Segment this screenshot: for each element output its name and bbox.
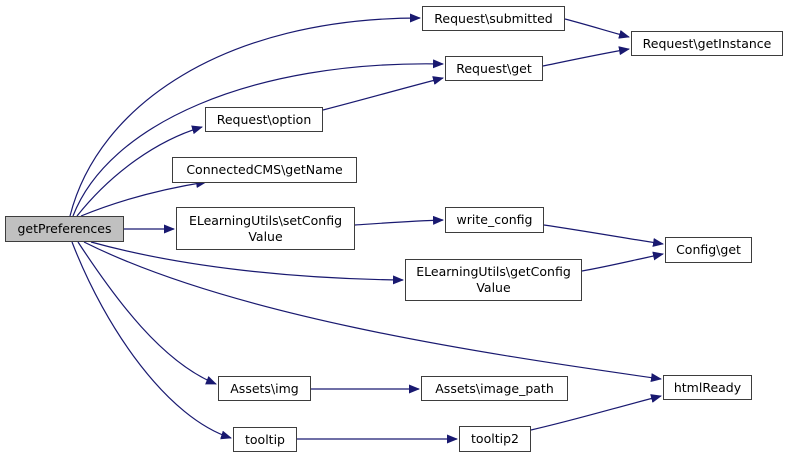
node-htmlready[interactable]: htmlReady: [663, 375, 752, 400]
edge-request-submitted-request-getinstance: [564, 18, 630, 39]
node-elearningutils-getconfigvalue[interactable]: ELearningUtils\getConfig Value: [405, 259, 582, 301]
node-request-option[interactable]: Request\option: [205, 107, 323, 132]
node-request-getinstance[interactable]: Request\getInstance: [631, 31, 783, 56]
node-request-submitted[interactable]: Request\submitted: [422, 6, 565, 31]
node-write-config[interactable]: write_config: [445, 207, 544, 233]
edge-getpreferences-request-submitted: [69, 13, 421, 217]
edge-request-option-request-get: [322, 76, 444, 111]
node-tooltip2[interactable]: tooltip2: [459, 426, 531, 452]
edge-request-get-request-getinstance: [542, 46, 630, 67]
edge-getpreferences-assets-img: [77, 241, 217, 385]
node-connectedcms-getname[interactable]: ConnectedCMS\getName: [172, 157, 357, 183]
node-elearningutils-setconfigvalue[interactable]: ELearningUtils\setConfig Value: [176, 207, 355, 250]
edge-getpreferences-request-get: [72, 59, 444, 217]
edge-getpreferences-tooltip: [71, 241, 232, 440]
node-getpreferences: getPreferences: [5, 216, 124, 242]
edge-elearningutils-getconfigvalue-config-get: [581, 251, 664, 272]
node-request-get[interactable]: Request\get: [445, 56, 543, 81]
edge-getpreferences-elearningutils-getconfigvalue: [90, 241, 404, 285]
node-assets-image-path[interactable]: Assets\image_path: [421, 376, 568, 401]
edge-write-config-config-get: [543, 224, 664, 247]
edge-getpreferences-connectedcms-getname: [80, 179, 207, 217]
edge-elearningutils-setconfigvalue-write-config: [354, 215, 444, 226]
node-config-get[interactable]: Config\get: [665, 237, 752, 263]
edge-tooltip2-htmlready: [530, 394, 662, 431]
node-tooltip[interactable]: tooltip: [233, 427, 297, 452]
edge-getpreferences-request-option: [76, 125, 203, 217]
edge-getpreferences-htmlready: [83, 241, 662, 383]
node-assets-img[interactable]: Assets\img: [218, 376, 311, 401]
